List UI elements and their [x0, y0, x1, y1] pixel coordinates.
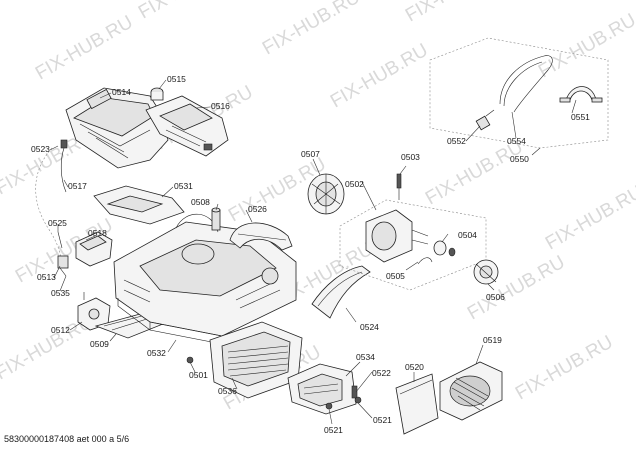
watermark: FIX-HUB.RU [542, 182, 636, 255]
part-0531-air-duct [93, 185, 185, 225]
label-0522: 0522 [372, 368, 391, 378]
label-0512: 0512 [51, 325, 70, 335]
label-0519: 0519 [483, 335, 502, 345]
label-0523: 0523 [31, 144, 50, 154]
label-0535: 0535 [51, 288, 70, 298]
label-0509: 0509 [90, 339, 109, 349]
label-0550: 0550 [510, 154, 529, 164]
watermark: FIX-HUB.RU [512, 332, 617, 405]
watermark: FIX-HUB.RU [259, 0, 364, 59]
part-0513-clip [57, 255, 69, 277]
watermark: FIX-HUB.RU [327, 40, 432, 113]
label-0508: 0508 [191, 197, 210, 207]
watermark: FIX-HUB.RU [402, 0, 507, 26]
watermark: FIX-HUB.RU [32, 12, 137, 85]
label-0516: 0516 [211, 101, 230, 111]
part-0519-grille [439, 361, 503, 421]
label-0534: 0534 [356, 352, 375, 362]
label-0517: 0517 [68, 181, 87, 191]
label-0525: 0525 [48, 218, 67, 228]
label-0524: 0524 [360, 322, 379, 332]
watermark: FIX-HUB.RU [135, 0, 240, 23]
label-0520: 0520 [405, 362, 424, 372]
part-0508-pin [211, 207, 221, 231]
label-0521-right: 0521 [373, 415, 392, 425]
label-0536: 0536 [218, 386, 237, 396]
part-0526-fan-housing [229, 222, 293, 251]
label-0526: 0526 [248, 204, 267, 214]
part-0504-pulley [433, 240, 456, 257]
leader-lines [49, 79, 577, 425]
part-0503-sensor [396, 173, 402, 200]
label-0503: 0503 [401, 152, 420, 162]
label-0513: 0513 [37, 272, 56, 282]
label-0531: 0531 [174, 181, 193, 191]
part-0550-drain-kit [429, 37, 609, 149]
part-0554-hose [499, 55, 553, 113]
part-0515-cap [150, 87, 164, 101]
part-0507-fan-wheel [307, 173, 345, 215]
part-0520-panel [395, 373, 439, 435]
part-0514-water-container [65, 87, 169, 169]
label-0515: 0515 [167, 74, 186, 84]
part-0517-hose [60, 139, 68, 193]
part-0532-base [113, 213, 297, 345]
part-0518-module [75, 231, 113, 267]
part-labels: 0514 0515 0516 0523 0517 0531 0508 0526 … [31, 74, 590, 435]
part-0525-cable [35, 147, 63, 263]
watermark: FIX-HUB.RU [422, 137, 527, 210]
label-0554: 0554 [507, 136, 526, 146]
footer-document-id: 58300000187408 aet 000 a 5/6 [4, 434, 129, 444]
label-0506: 0506 [486, 292, 505, 302]
label-0521-left: 0521 [324, 425, 343, 435]
label-0514: 0514 [112, 87, 131, 97]
label-0518: 0518 [88, 228, 107, 238]
part-0534-cover [287, 363, 357, 415]
label-0501: 0501 [189, 370, 208, 380]
part-0516-tank [145, 95, 229, 157]
label-0532: 0532 [147, 348, 166, 358]
label-0504: 0504 [458, 230, 477, 240]
part-0506-roller [473, 259, 499, 285]
part-0512-pump [77, 292, 111, 331]
part-0501-screw [186, 356, 194, 364]
watermark: FIX-HUB.RU [535, 10, 636, 83]
label-0502: 0502 [345, 179, 364, 189]
part-0524-duct [311, 265, 371, 319]
part-0505-belt [417, 257, 433, 265]
part-0551-bracket [559, 86, 603, 103]
label-0551: 0551 [571, 112, 590, 122]
label-0507: 0507 [301, 149, 320, 159]
label-0505: 0505 [386, 271, 405, 281]
label-0552: 0552 [447, 136, 466, 146]
part-0522-latch [351, 385, 358, 399]
part-0536-condenser [209, 321, 303, 399]
